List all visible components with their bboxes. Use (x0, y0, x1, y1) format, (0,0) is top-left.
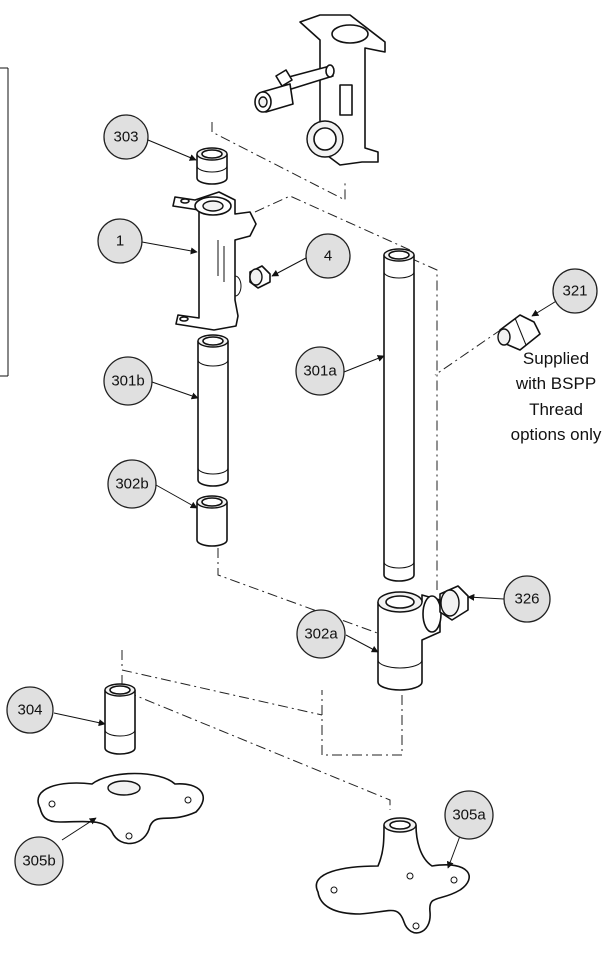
assembly-guide-lines (121, 122, 519, 810)
svg-text:301b: 301b (111, 373, 144, 390)
bspp-supply-note: Supplied with BSPP Thread options only (511, 349, 602, 444)
part-305a-base (315, 817, 470, 934)
note-line-2: with BSPP (515, 374, 596, 393)
callout-305a: 305a (444, 790, 494, 840)
part-301b-pipe (197, 334, 229, 487)
part-301a-pipe (383, 248, 415, 582)
note-line-3: Thread (529, 400, 583, 419)
callout-301a: 301a (295, 346, 345, 396)
callout-305b: 305b (14, 836, 64, 886)
callout-326: 326 (503, 575, 551, 623)
svg-text:326: 326 (514, 591, 539, 608)
svg-text:302b: 302b (115, 476, 148, 493)
svg-text:305a: 305a (452, 807, 486, 824)
part-303-bushing (196, 147, 228, 185)
part-321-adapter (497, 314, 541, 351)
part-4-plug (249, 265, 271, 289)
svg-text:4: 4 (324, 248, 332, 265)
callout-304: 304 (6, 686, 54, 734)
callout-303: 303 (103, 114, 149, 160)
part-302a-tee (377, 591, 442, 691)
svg-text:304: 304 (17, 702, 42, 719)
part-1-valve-body (172, 191, 257, 331)
svg-text:305b: 305b (22, 853, 55, 870)
leader-lines (53, 139, 559, 869)
svg-text:301a: 301a (303, 363, 337, 380)
svg-text:302a: 302a (304, 626, 338, 643)
part-305b-base (37, 772, 205, 845)
part-302b-coupling (196, 495, 228, 547)
note-line-1: Supplied (523, 349, 589, 368)
callout-301b: 301b (103, 356, 153, 406)
svg-text:321: 321 (562, 283, 587, 300)
svg-text:1: 1 (116, 233, 124, 250)
svg-text:303: 303 (113, 129, 138, 146)
callout-302a: 302a (296, 609, 346, 659)
callout-4: 4 (305, 233, 351, 279)
page-border-fragment (0, 67, 9, 377)
callout-321: 321 (552, 268, 598, 314)
part-304-coupling (104, 683, 136, 755)
note-line-4: options only (511, 425, 602, 444)
callout-302b: 302b (107, 459, 157, 509)
part-326-plug (439, 585, 469, 621)
callout-1: 1 (97, 218, 143, 264)
top-manifold-assembly (254, 14, 386, 166)
